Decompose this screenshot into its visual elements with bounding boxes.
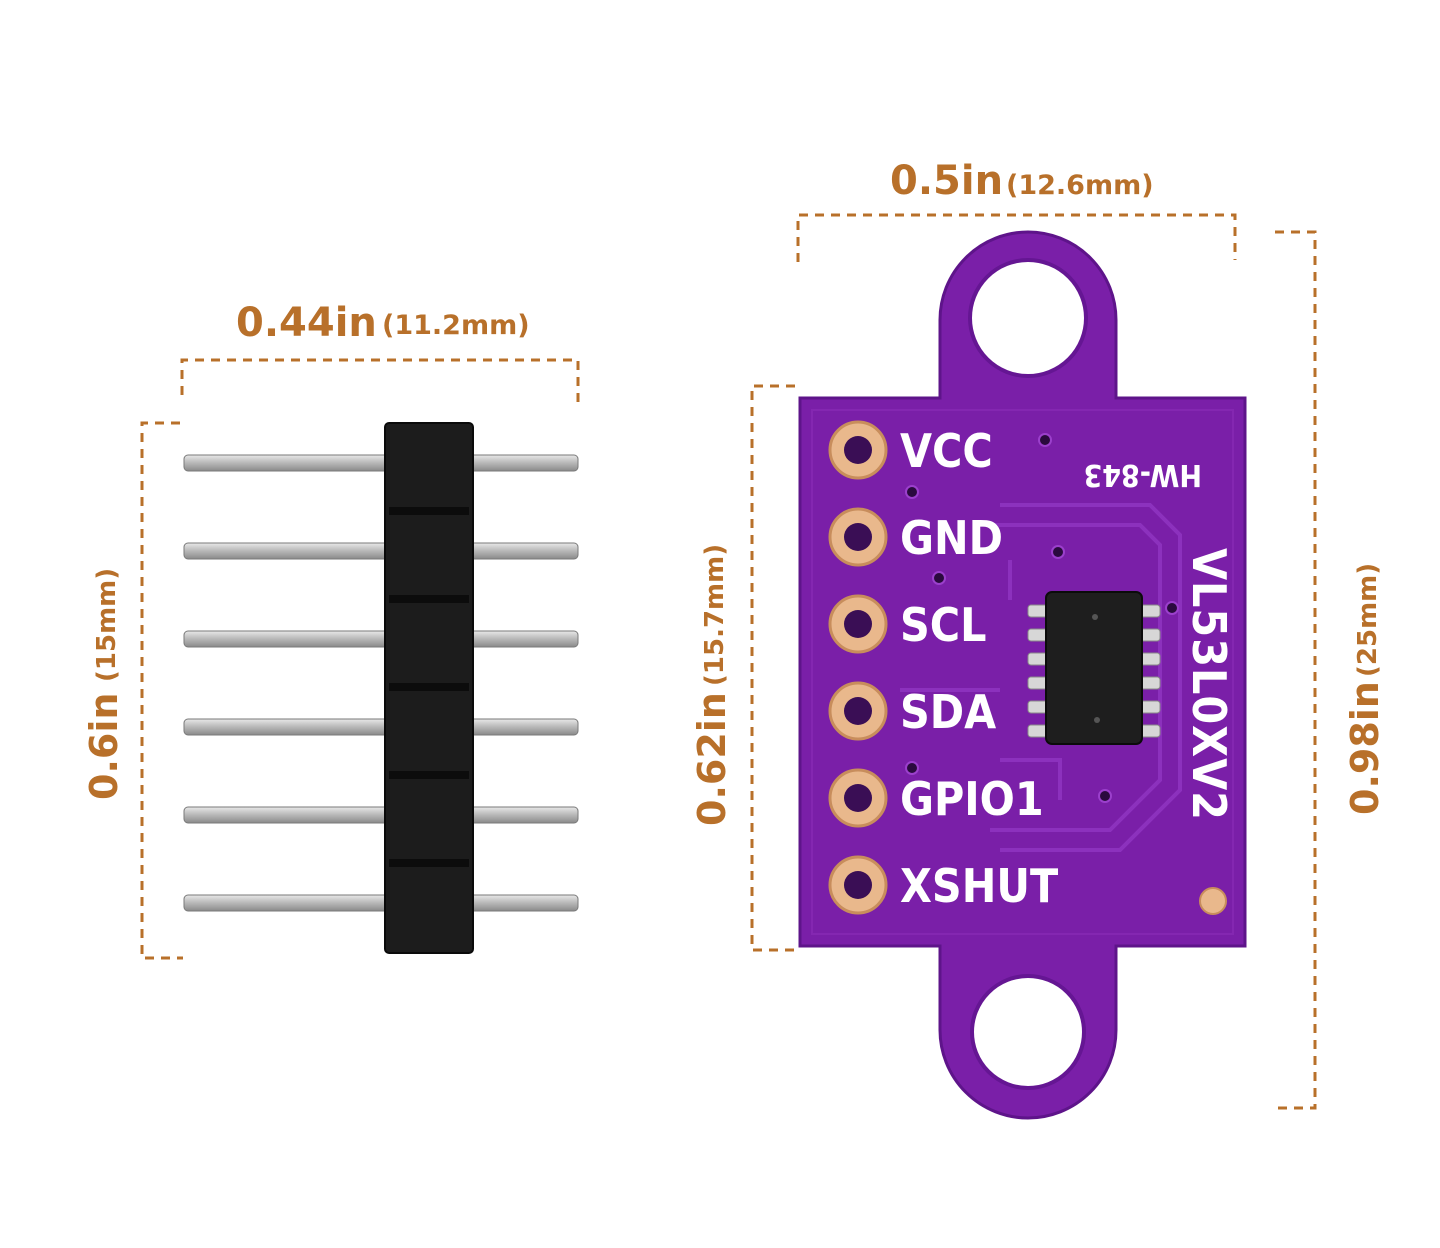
test-pad	[1199, 887, 1227, 915]
header-width-metric: (11.2mm)	[382, 310, 530, 341]
header-segment-divider	[389, 771, 469, 779]
pin-pad-gpio1: GPIO1	[828, 768, 1044, 828]
header-segment-divider	[389, 507, 469, 515]
header-height-value: 0.6in	[82, 693, 126, 800]
pin-label-sda: SDA	[900, 685, 996, 739]
board-body-height-dimension: 0.62in (15.7mm)	[690, 384, 795, 952]
pin-pad-scl: SCL	[828, 594, 987, 654]
header-segment-divider	[389, 859, 469, 867]
header-width-value: 0.44in	[236, 300, 377, 346]
pcb-outline	[798, 230, 1247, 1120]
header-pin	[183, 894, 579, 912]
pin-label-xshut: XSHUT	[900, 859, 1059, 913]
board-width-metric: (12.6mm)	[1006, 170, 1154, 201]
board-body-height-value: 0.62in	[690, 692, 734, 826]
sensor-chip	[1027, 591, 1161, 745]
mounting-hole-top	[968, 258, 1088, 378]
header-pin	[183, 718, 579, 736]
board-model-label: HW-843	[1083, 457, 1202, 492]
header-pin	[183, 454, 579, 472]
pin-pad-sda: SDA	[828, 681, 996, 741]
header-pin	[183, 630, 579, 648]
pin-label-gpio1: GPIO1	[900, 772, 1044, 826]
header-segment-divider	[389, 595, 469, 603]
pin-header	[183, 422, 579, 954]
pin-label-vcc: VCC	[900, 424, 993, 478]
board-width-dimension: 0.5in (12.6mm)	[796, 158, 1237, 262]
header-width-dimension: 0.44in (11.2mm)	[180, 300, 580, 403]
header-height-metric: (15mm)	[92, 568, 122, 682]
pin-label-scl: SCL	[900, 598, 987, 652]
board-total-height-value: 0.98in	[1343, 681, 1387, 815]
pin-pad-xshut: XSHUT	[828, 855, 1059, 915]
header-pin	[183, 806, 579, 824]
header-height-dimension: 0.6in (15mm)	[82, 421, 183, 960]
board-total-height-metric: (25mm)	[1353, 563, 1383, 677]
mounting-hole-bottom	[970, 974, 1086, 1090]
pcb-vias	[905, 433, 1179, 803]
pin-pad-vcc: VCC	[828, 420, 993, 480]
header-pin	[183, 542, 579, 560]
board-width-value: 0.5in	[890, 158, 1003, 204]
header-segment-divider	[389, 683, 469, 691]
board-total-height-dimension: 0.98in (25mm)	[1275, 230, 1387, 1110]
pin-pad-gnd: GND	[828, 507, 1003, 567]
board-body-height-metric: (15.7mm)	[700, 544, 730, 686]
board-chip-label: VL53L0XV2	[1182, 548, 1236, 821]
pin-label-gnd: GND	[900, 511, 1003, 565]
